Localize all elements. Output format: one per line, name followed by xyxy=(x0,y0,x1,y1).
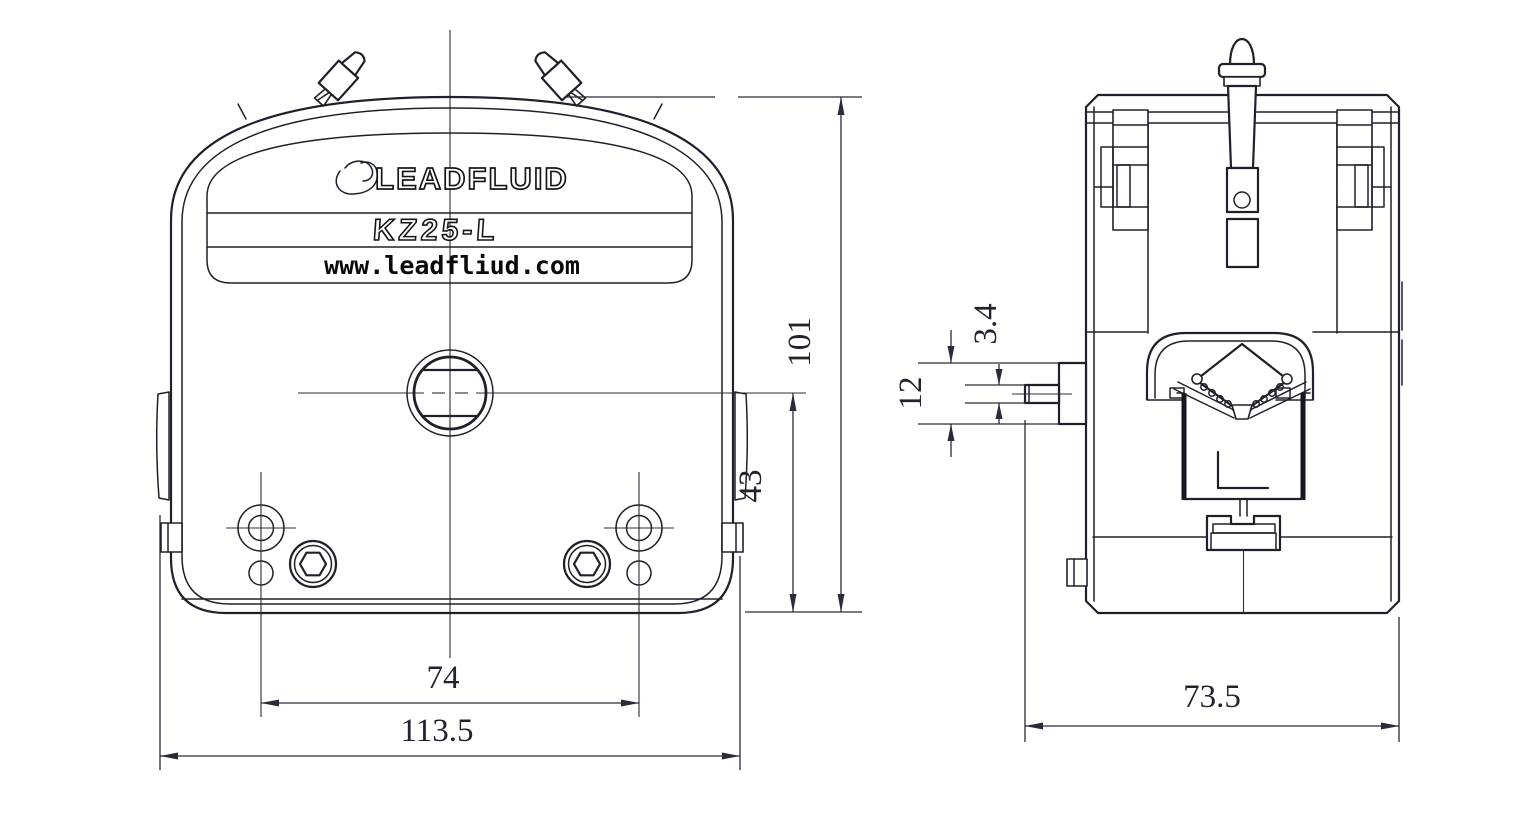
tube-fitting-left xyxy=(313,51,366,107)
dim-mount-hole-spacing: 74 xyxy=(260,472,640,717)
tube-v-bed xyxy=(1169,381,1311,420)
tube-fitting-top xyxy=(1217,37,1267,170)
dim-side-depth: 73.5 xyxy=(1024,420,1400,742)
website-label: www.leadfliud.com xyxy=(324,251,580,280)
leadfluid-logo-icon xyxy=(335,160,378,195)
drive-shaft-front xyxy=(406,349,494,437)
dim-101-label: 101 xyxy=(782,317,818,367)
dimensions: 101 43 74 113.5 xyxy=(159,96,1400,770)
dim-43-label: 43 xyxy=(733,470,769,503)
label-panel: LEADFLUID KZ25-L www.leadfliud.com xyxy=(206,132,693,284)
brand-label: LEADFLUID xyxy=(375,161,569,196)
hex-screw-right xyxy=(562,539,612,589)
dim-113-5-label: 113.5 xyxy=(400,713,473,749)
roller-knurled xyxy=(1191,342,1293,415)
orientation-mark xyxy=(1216,450,1270,490)
front-view: LEADFLUID KZ25-L www.leadfliud.com xyxy=(155,30,806,658)
dim-73-5-label: 73.5 xyxy=(1183,679,1241,715)
model-label: KZ25-L xyxy=(372,214,500,247)
drive-shaft-side xyxy=(1012,361,1088,426)
dim-shaft-tab: 3.4 xyxy=(965,303,1026,424)
clamp-foot xyxy=(1092,499,1393,613)
clamp-stack-right xyxy=(1336,109,1385,231)
dim-12-label: 12 xyxy=(893,377,929,410)
clamp-stack-left xyxy=(1100,109,1149,231)
side-view xyxy=(1012,37,1403,615)
side-tab-bottom-left xyxy=(1066,558,1088,587)
release-lever xyxy=(1225,166,1260,269)
side-clip-right xyxy=(721,391,749,553)
dim-74-label: 74 xyxy=(427,660,460,696)
front-body-outline xyxy=(169,95,735,615)
side-clip-left xyxy=(155,391,183,553)
hex-screw-left xyxy=(288,539,338,589)
dim-shaft-boss: 12 xyxy=(893,330,1058,457)
dim-front-total-width: 113.5 xyxy=(159,515,741,770)
dim-3-4-label: 3.4 xyxy=(968,303,1004,344)
cartridge-block xyxy=(1176,392,1311,501)
dim-front-total-height: 101 xyxy=(565,96,862,613)
front-center-lines xyxy=(298,30,806,658)
dim-center-to-bottom: 43 xyxy=(733,393,797,612)
